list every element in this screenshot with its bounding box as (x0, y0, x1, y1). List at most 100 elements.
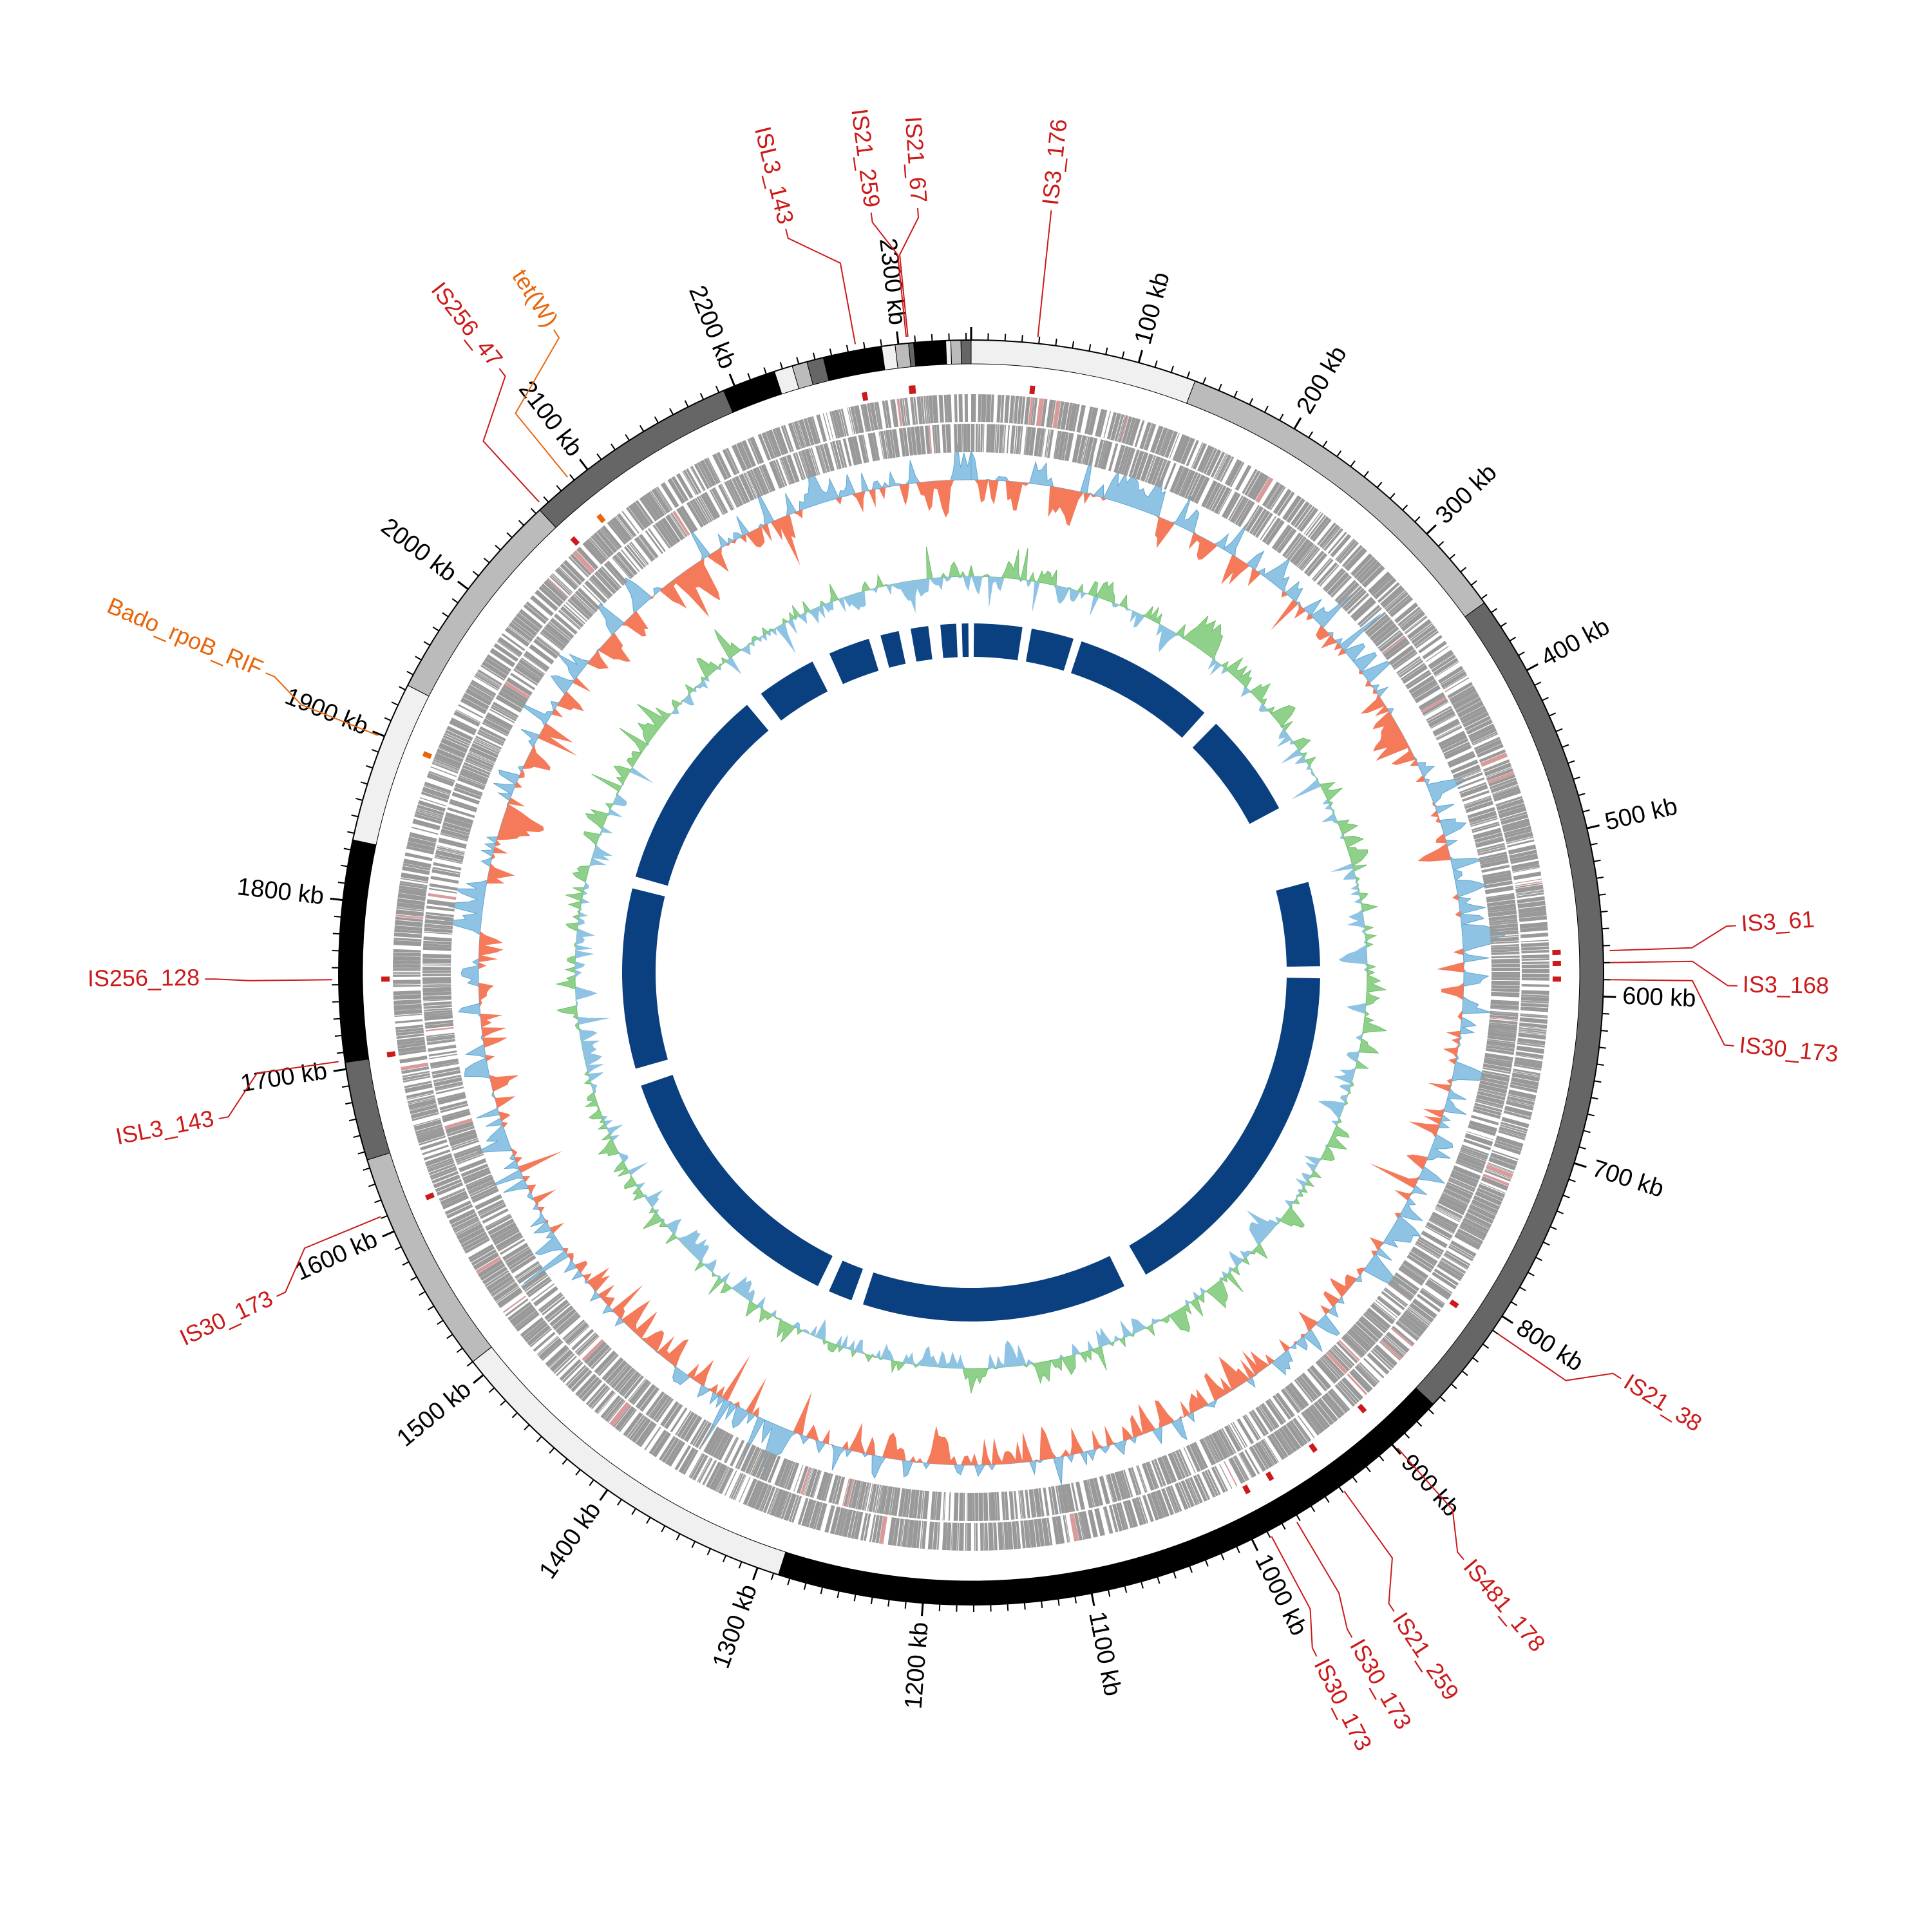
minor-tick (1573, 776, 1580, 781)
gene (1520, 1014, 1548, 1019)
gene (431, 869, 460, 878)
gene (1336, 539, 1355, 561)
gene (1432, 719, 1460, 736)
gene (433, 862, 462, 871)
gene (1435, 661, 1459, 677)
gene (468, 1179, 495, 1193)
gene (575, 1374, 597, 1397)
gene (1087, 1479, 1095, 1508)
gene (1457, 1228, 1484, 1245)
gene (813, 1502, 823, 1530)
gene (1439, 1195, 1468, 1211)
gene (525, 650, 550, 670)
gene (1083, 1479, 1094, 1509)
gene (477, 732, 504, 746)
gene (1184, 1479, 1198, 1506)
gene (1459, 782, 1487, 794)
gene (672, 510, 690, 536)
gene (655, 488, 671, 512)
minor-tick (500, 1399, 506, 1406)
gene (1520, 1000, 1549, 1004)
gene (446, 1204, 473, 1219)
gene (1336, 540, 1357, 562)
gene (571, 1369, 592, 1392)
gene (1520, 996, 1549, 1002)
gene (427, 1159, 454, 1171)
label-leader-line (1397, 1448, 1464, 1560)
gene (469, 1183, 497, 1197)
gene (1447, 751, 1475, 765)
gene (424, 781, 451, 794)
minor-tick (1481, 594, 1488, 600)
gene (444, 1118, 473, 1130)
gene (455, 710, 480, 724)
gene (440, 828, 469, 840)
gene (542, 1296, 565, 1316)
gene (1440, 669, 1465, 686)
gene (1520, 1003, 1549, 1008)
gene (654, 522, 674, 547)
gene (924, 425, 931, 454)
gene (1446, 1181, 1474, 1195)
gene (1388, 594, 1411, 614)
gene (1043, 1487, 1050, 1516)
gene (1333, 1344, 1355, 1367)
gene (474, 739, 500, 753)
gene (1513, 1068, 1541, 1075)
gene (1144, 423, 1157, 451)
gene (609, 1363, 629, 1387)
is-element-label: IS21_38 (1620, 1368, 1707, 1437)
gene (1321, 526, 1341, 549)
gene (1268, 1398, 1287, 1423)
gene (1405, 1310, 1428, 1329)
gene (759, 466, 772, 493)
minor-tick (1088, 344, 1092, 352)
minor-tick (1233, 390, 1238, 398)
gene (1307, 515, 1327, 538)
gene (397, 1036, 425, 1043)
is-element-label: IS256_128 (88, 964, 200, 992)
label-leader-line (515, 329, 569, 478)
gene (1216, 454, 1231, 481)
gene (1180, 1480, 1195, 1508)
gene (1193, 1441, 1208, 1469)
gene (1382, 636, 1406, 655)
gene (1495, 796, 1523, 807)
gene (971, 394, 976, 422)
gene (402, 1073, 431, 1081)
gene (1380, 585, 1404, 607)
gene (994, 1492, 998, 1521)
gene (1384, 1287, 1408, 1306)
gene (427, 1039, 456, 1045)
gene (1028, 397, 1034, 425)
gene (1214, 1466, 1228, 1492)
gene (797, 421, 807, 448)
gene (1486, 899, 1516, 907)
gene (560, 606, 584, 628)
gene (1271, 524, 1290, 549)
gene (974, 1522, 976, 1551)
major-tick (333, 1068, 346, 1072)
gene (1477, 845, 1506, 853)
gene (674, 1444, 692, 1471)
gene (1517, 1042, 1545, 1048)
gene (406, 841, 435, 852)
gene (618, 1409, 638, 1432)
gene (1488, 774, 1516, 787)
inner-ring-segment (622, 888, 668, 1069)
gene (556, 1356, 577, 1376)
gene (1120, 415, 1129, 443)
gene (522, 1320, 546, 1340)
gene (629, 1416, 648, 1441)
gene (1115, 1502, 1127, 1531)
feature-marker (422, 751, 432, 759)
gene (1372, 623, 1397, 645)
gene (860, 1513, 868, 1541)
gene (459, 1227, 486, 1245)
gene (598, 1354, 619, 1376)
gene (712, 487, 728, 514)
inner-ring-segment (1129, 978, 1320, 1275)
gene (1401, 665, 1428, 684)
gene (1321, 1395, 1342, 1419)
gene (842, 438, 852, 467)
